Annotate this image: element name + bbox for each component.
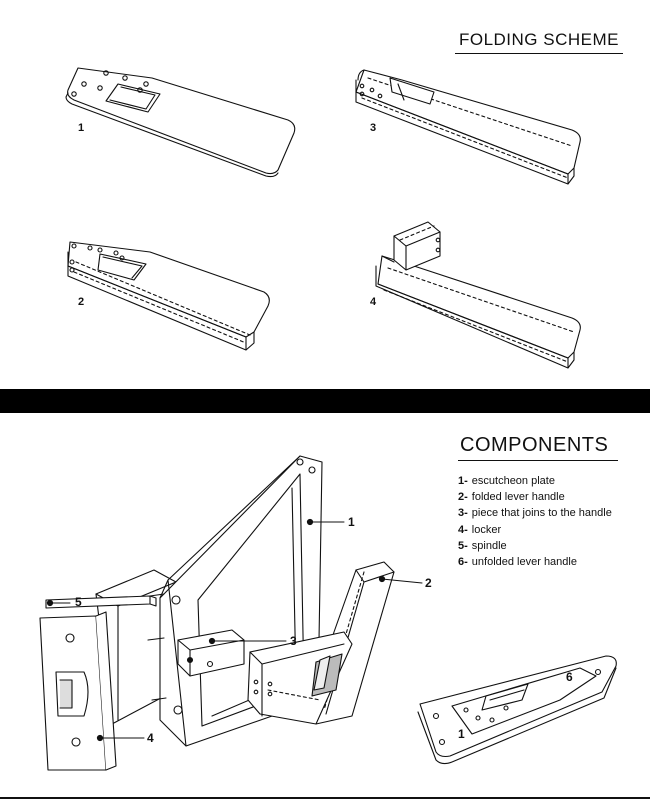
legend-label: spindle xyxy=(471,539,507,552)
unfolded-lever-handle xyxy=(417,655,617,765)
legend-item: 1-escutcheon plate xyxy=(458,473,612,489)
bottom-rule xyxy=(0,797,650,799)
legend-label: escutcheon plate xyxy=(471,475,555,487)
callout-6: 6 xyxy=(566,670,573,684)
step-label-2: 2 xyxy=(78,296,85,308)
locker-body xyxy=(39,569,177,771)
legend-item: 4-locker xyxy=(458,522,612,538)
spindle xyxy=(45,595,157,609)
callout-5: 5 xyxy=(75,595,82,609)
step-4-lever-raised xyxy=(375,221,581,369)
legend-number: 3- xyxy=(458,507,468,520)
step-label-1: 1 xyxy=(78,122,85,134)
step-3-handle-folded xyxy=(355,69,581,185)
legend-item: 2-folded lever handle xyxy=(458,489,612,505)
legend-label: locker xyxy=(471,523,502,536)
callout-3: 3 xyxy=(290,634,297,648)
callout-4: 4 xyxy=(147,731,154,745)
legend-number: 1- xyxy=(458,475,468,487)
legend-number: 5- xyxy=(458,539,468,552)
section-divider-band xyxy=(0,389,650,413)
callout-plate-1: 1 xyxy=(458,727,465,741)
legend-number: 6- xyxy=(458,556,468,569)
components-legend: 1-escutcheon plate 2-folded lever handle… xyxy=(458,473,612,570)
step-label-3: 3 xyxy=(370,122,377,134)
legend-item: 5-spindle xyxy=(458,538,612,554)
components-title: COMPONENTS xyxy=(458,434,619,461)
legend-label: unfolded lever handle xyxy=(471,556,577,569)
callout-2: 2 xyxy=(425,576,432,590)
folded-lever-handle xyxy=(247,561,395,725)
legend-item: 3-piece that joins to the handle xyxy=(458,505,612,521)
step-2-sides-folded xyxy=(67,241,270,351)
legend-number: 4- xyxy=(458,523,468,536)
legend-label: piece that joins to the handle xyxy=(471,507,612,520)
legend-item: 6-unfolded lever handle xyxy=(458,554,612,570)
legend-label: folded lever handle xyxy=(471,491,565,504)
step-label-4: 4 xyxy=(370,296,377,308)
callout-leaders xyxy=(46,518,423,742)
step-1-flat-plate xyxy=(65,67,296,178)
legend-number: 2- xyxy=(458,491,468,504)
folding-scheme-title: FOLDING SCHEME xyxy=(454,30,623,54)
callout-1: 1 xyxy=(348,515,355,529)
